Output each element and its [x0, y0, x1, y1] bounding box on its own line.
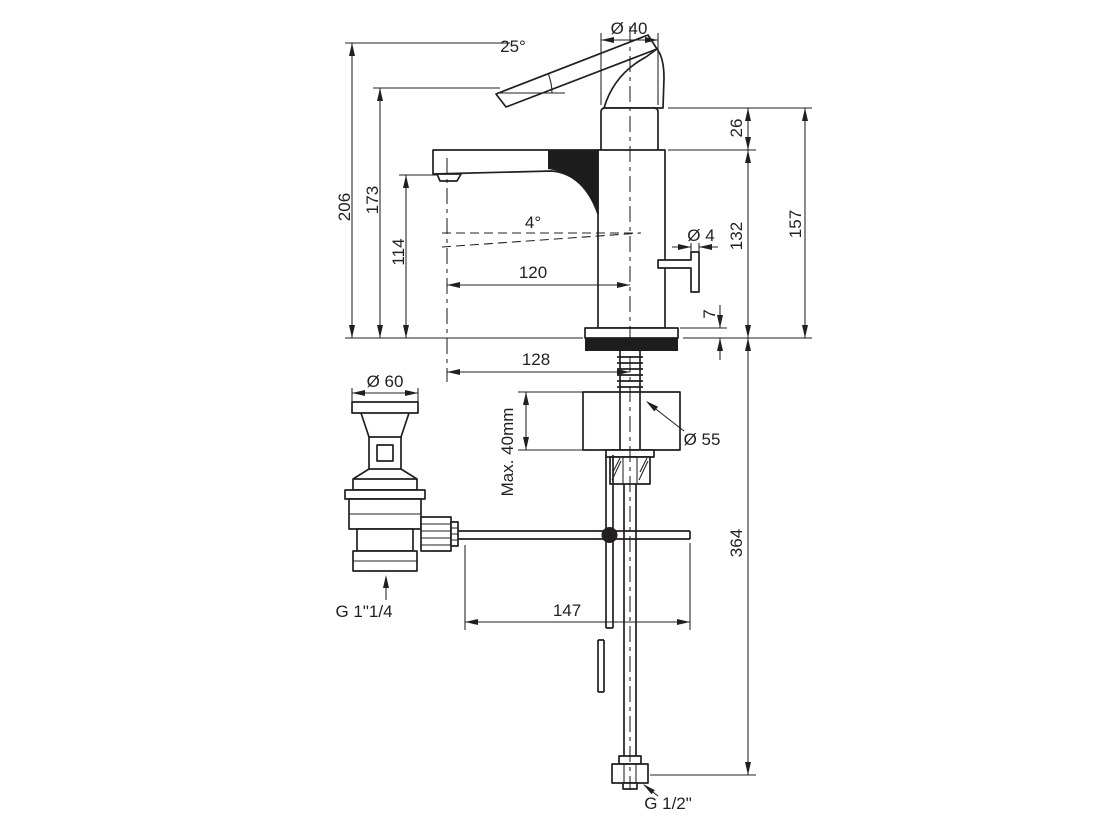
arrowheads	[678, 244, 712, 250]
dim-base-plate-height: 7	[680, 305, 727, 360]
faucet	[432, 34, 700, 790]
arrowheads	[601, 37, 658, 43]
dim-label-base-diameter: Ø 55	[684, 430, 721, 449]
spout-angle-reference-lines	[441, 232, 642, 248]
dim-waste-thread: G 1"1/4	[335, 575, 393, 621]
spout-shading	[548, 150, 598, 211]
escutcheon	[584, 327, 679, 339]
dim-label-handle-angle: 25°	[500, 37, 526, 56]
dim-lines	[650, 338, 756, 776]
dimensions: Ø 40 25° 206 173 114 4° 120	[335, 19, 812, 813]
mounting-nut-hatch	[611, 457, 649, 484]
dim-label-rod-length: 147	[553, 601, 581, 620]
dim-label-spout-angle: 4°	[525, 213, 541, 232]
dim-overall-height: 206	[335, 42, 510, 338]
dim-spout-reach: 120	[447, 263, 630, 288]
arrowheads	[523, 392, 529, 450]
dim-label-overall-height: 206	[335, 193, 354, 221]
arrowheads	[745, 108, 751, 338]
lever-housing	[420, 516, 452, 552]
dim-label-total-body-height: 157	[786, 210, 805, 238]
aerator	[436, 173, 462, 182]
dim-base-reach: 128	[447, 350, 630, 375]
dim-label-hose-length: 364	[727, 529, 746, 557]
dim-handle-angle: 25°	[497, 37, 565, 94]
dim-lines	[497, 72, 565, 94]
dim-lines	[345, 42, 510, 338]
dim-label-spout-diameter: Ø 40	[611, 19, 648, 38]
dim-spout-angle: 4°	[525, 213, 541, 232]
dim-lines	[464, 543, 691, 630]
dim-rod-length: 147	[464, 543, 691, 630]
popup-linkage	[458, 455, 691, 693]
dim-label-height-to-handle-tip: 173	[363, 186, 382, 214]
lever-serration-lines	[451, 527, 458, 541]
dim-height-to-handle-tip: 173	[363, 87, 500, 338]
arrowheads	[717, 315, 723, 351]
dim-lines	[399, 174, 437, 338]
dim-lines	[373, 87, 500, 338]
deck-slab	[582, 391, 681, 451]
dim-hose-thread: G 1/2"	[643, 784, 692, 813]
dim-handle-rise-and-body-height: 26 132	[668, 107, 812, 338]
dim-max-deck-thickness: Max. 40mm	[498, 391, 583, 497]
dim-label-base-reach: 128	[522, 350, 550, 369]
dim-label-max-deck-thickness: Max. 40mm	[498, 408, 517, 497]
dim-hose-length: 364	[650, 338, 756, 776]
dim-label-handle-rise: 26	[727, 119, 746, 138]
waste-flare	[352, 468, 418, 480]
dim-base-diameter: Ø 55	[646, 401, 720, 449]
shank-through-deck	[619, 392, 641, 450]
lever-housing-ribs	[421, 523, 451, 546]
popup-rod-detail	[657, 251, 700, 293]
dim-label-hose-thread: G 1/2"	[644, 794, 692, 813]
waste-window	[376, 444, 394, 462]
dim-label-outlet-height: 114	[389, 238, 408, 265]
popup-waste	[344, 401, 459, 572]
dim-waste-cap-diameter: Ø 60	[351, 372, 419, 402]
dim-label-spout-reach: 120	[519, 263, 547, 282]
dim-label-rod-diameter: Ø 4	[687, 226, 714, 245]
hose-nut-facets	[623, 764, 637, 783]
waste-taper	[360, 412, 410, 438]
base-gasket	[585, 338, 678, 351]
dim-rod-diameter: Ø 4	[672, 226, 718, 252]
dim-label-base-plate-height: 7	[700, 309, 719, 318]
horizontal-lever-rod	[458, 530, 691, 540]
centerlines	[441, 26, 642, 790]
waste-upper-body	[352, 478, 418, 491]
dim-label-body-height: 132	[727, 222, 746, 250]
dim-label-waste-thread: G 1"1/4	[335, 602, 392, 621]
waste-flange	[344, 489, 426, 500]
arrowhead	[383, 575, 389, 588]
handle-lever	[495, 34, 658, 108]
waste-cap	[351, 401, 419, 414]
ball-joint	[601, 527, 618, 543]
waste-step	[356, 528, 414, 552]
dim-label-waste-cap-diameter: Ø 60	[367, 372, 404, 391]
arrowhead	[643, 784, 655, 795]
lower-rod	[597, 639, 605, 693]
dim-lines	[672, 243, 718, 252]
dim-outlet-height: 114	[389, 174, 437, 338]
supply-hose	[623, 484, 637, 756]
dim-spout-diameter: Ø 40	[600, 19, 659, 105]
arrowhead	[646, 401, 659, 412]
faucet-body	[597, 149, 666, 329]
